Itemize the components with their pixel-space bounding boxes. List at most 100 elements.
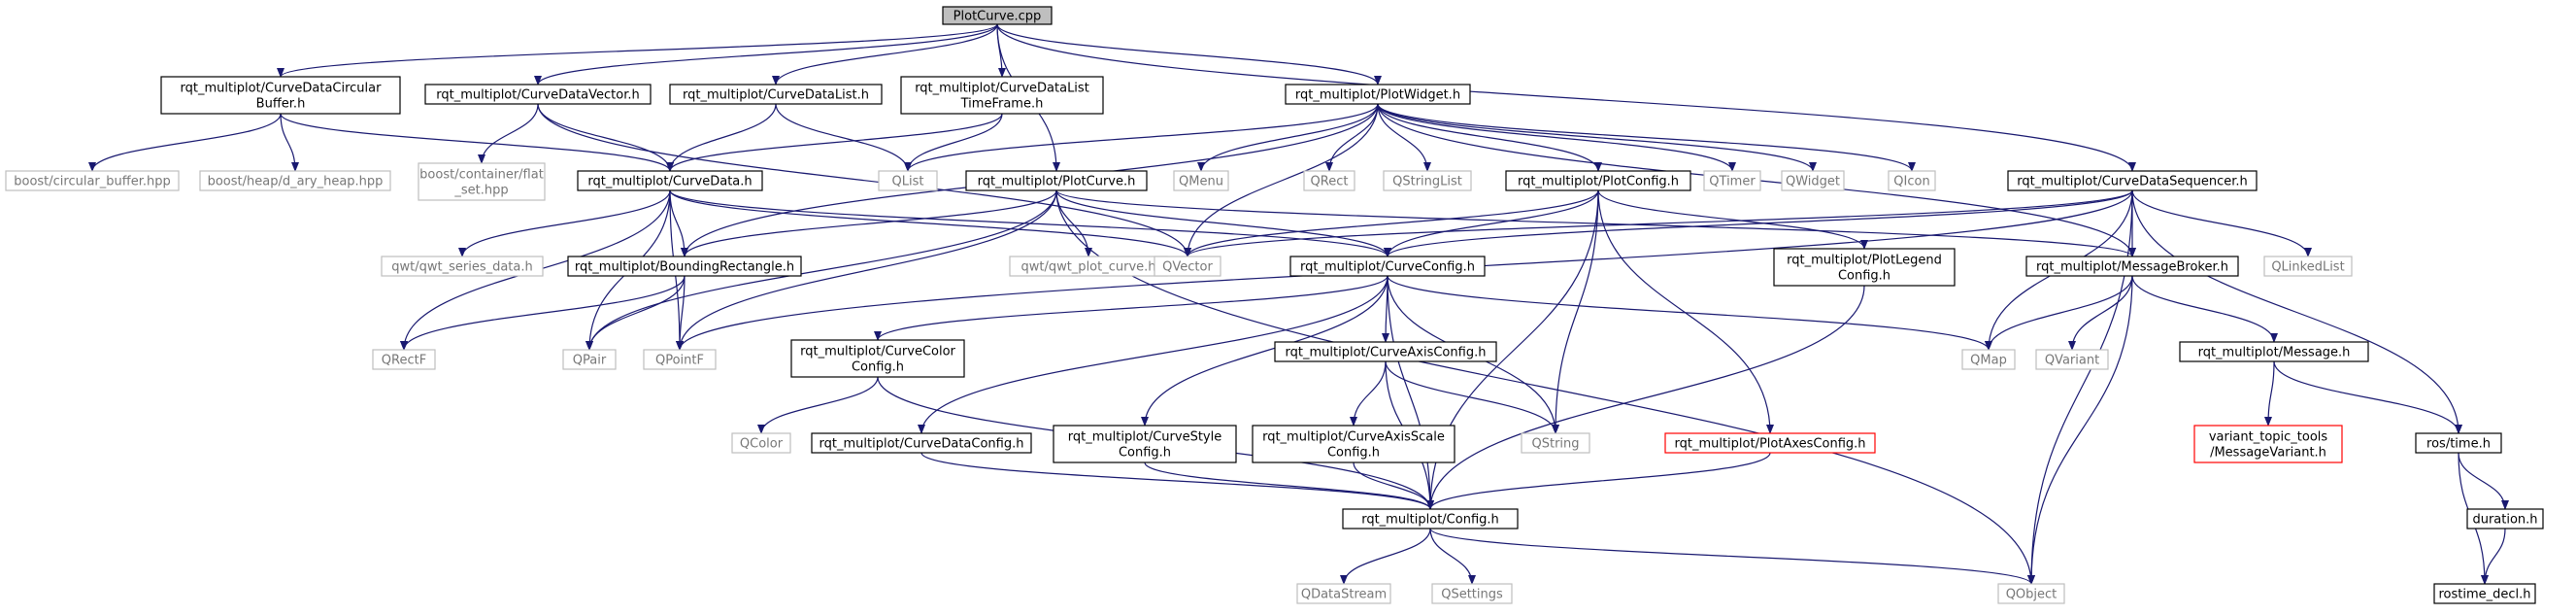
edge-plotcurve-cpp-to-plotwidget-h [996, 23, 1382, 85]
edge-plotwidget-h-to-qstringlist [1377, 103, 1431, 172]
node-qwt-plot-curve[interactable]: qwt/qwt_plot_curve.h [1009, 256, 1168, 277]
node-box [1342, 508, 1519, 530]
node-qstring[interactable]: QString [1521, 432, 1590, 454]
node-box [790, 339, 965, 378]
dependency-nodes: PlotCurve.cpp rqt_multiplot/CurveDataCirc… [5, 6, 2544, 604]
node-qrectf[interactable]: QRectF [372, 349, 436, 370]
edge-plotwidget-h-to-qlist [904, 103, 1379, 172]
node-label: QColor [740, 437, 784, 452]
node-ros-time-h[interactable]: ros/time.h [2415, 432, 2502, 454]
node-label: QVariant [2045, 354, 2099, 368]
node-qvector[interactable]: QVector [1154, 256, 1221, 277]
node-plotconfig-h[interactable]: rqt_multiplot/PlotConfig.h [1505, 170, 1691, 191]
edge-curvedatavector-h-to-qvector [537, 103, 1191, 257]
node-label: Config.h [1119, 446, 1171, 461]
node-qrect[interactable]: QRect [1303, 170, 1355, 191]
node-qobject[interactable]: QObject [1997, 583, 2065, 604]
node-qdatastream[interactable]: QDataStream [1296, 583, 1391, 604]
node-label: rqt_multiplot/CurveColor [800, 345, 955, 359]
node-curveaxisconfig-h[interactable]: rqt_multiplot/CurveAxisConfig.h [1274, 341, 1497, 362]
node-curvedataconfig-h[interactable]: rqt_multiplot/CurveDataConfig.h [811, 432, 1032, 454]
edge-curvestyleconfig-h-to-config-h [1144, 461, 1434, 510]
node-qpointf[interactable]: QPointF [643, 349, 717, 370]
node-label: QLinkedList [2271, 260, 2344, 275]
node-box [2433, 583, 2536, 604]
node-label: rqt_multiplot/Message.h [2198, 346, 2351, 360]
node-box [2263, 256, 2353, 277]
node-label: rqt_multiplot/PlotLegend [1787, 254, 1942, 268]
node-qstringlist[interactable]: QStringList [1383, 170, 1472, 191]
edge-messagebroker-h-to-message-h [2131, 275, 2278, 343]
node-rostime-decl-h[interactable]: rostime_decl.h [2433, 583, 2536, 604]
edge-messagebroker-h-to-qmap [1985, 275, 2133, 351]
node-box [1961, 349, 2016, 370]
node-curveconfig-h[interactable]: rqt_multiplot/CurveConfig.h [1289, 256, 1486, 277]
node-curvedatalist-h[interactable]: rqt_multiplot/CurveDataList.h [669, 84, 883, 105]
edge-curveaxisconfig-h-to-qstring [1385, 360, 1559, 434]
node-box [567, 256, 802, 277]
node-box [424, 84, 652, 105]
node-qcolor[interactable]: QColor [731, 432, 791, 454]
node-curvedatasequencer-h[interactable]: rqt_multiplot/CurveDataSequencer.h [2007, 170, 2258, 191]
node-qmenu[interactable]: QMenu [1173, 170, 1229, 191]
node-config-h[interactable]: rqt_multiplot/Config.h [1342, 508, 1519, 530]
node-qpair[interactable]: QPair [562, 349, 617, 370]
node-curvedatavector-h[interactable]: rqt_multiplot/CurveDataVector.h [424, 84, 652, 105]
edge-plotcurve-cpp-to-curvedatasequencer-h [996, 23, 2136, 172]
node-qmap[interactable]: QMap [1961, 349, 2016, 370]
node-label: rqt_multiplot/BoundingRectangle.h [575, 260, 794, 275]
edge-curvedatacircularbuffer-h-to-boost-circular-buffer [88, 113, 282, 172]
edge-curvedatasequencer-h-to-curveconfig-h [1384, 189, 2133, 257]
node-box [562, 349, 617, 370]
node-box [2466, 508, 2544, 530]
node-qsettings[interactable]: QSettings [1431, 583, 1513, 604]
node-box [669, 84, 883, 105]
node-duration-h[interactable]: duration.h [2466, 508, 2544, 530]
edge-plotcurve-h-to-boundingrectangle-h [681, 189, 1057, 257]
node-box [577, 170, 763, 191]
node-plotcurve-cpp[interactable]: PlotCurve.cpp [942, 6, 1053, 25]
node-label: ros/time.h [2426, 437, 2491, 452]
node-qwidget[interactable]: QWidget [1781, 170, 1845, 191]
edge-plotwidget-h-to-qicon [1377, 103, 1916, 172]
node-qlist[interactable]: QList [878, 170, 938, 191]
node-label: variant_topic_tools [2209, 430, 2328, 445]
node-label: Config.h [1327, 446, 1380, 461]
node-message-h[interactable]: rqt_multiplot/Message.h [2179, 341, 2369, 362]
edge-plotwidget-h-to-plotconfig-h [1377, 103, 1602, 172]
node-curvedata-h[interactable]: rqt_multiplot/CurveData.h [577, 170, 763, 191]
edge-plotconfig-h-to-plotaxesconfig-h [1597, 189, 1774, 434]
node-qicon[interactable]: QIcon [1888, 170, 1936, 191]
edge-curvedatalist-h-to-curvedata-h [666, 103, 777, 172]
edge-plotaxesconfig-h-to-config-h [1426, 452, 1771, 510]
edge-plotwidget-h-to-qtimer [1377, 103, 1736, 172]
node-plotwidget-h[interactable]: rqt_multiplot/PlotWidget.h [1285, 84, 1471, 105]
edge-plotcurve-cpp-to-curvedatavector-h [534, 23, 998, 85]
node-boost-circular-buffer[interactable]: boost/circular_buffer.hpp [5, 170, 180, 191]
node-label: QRectF [382, 354, 426, 368]
edge-plotwidget-h-to-qmenu [1197, 103, 1379, 172]
node-qtimer[interactable]: QTimer [1703, 170, 1761, 191]
node-boost-d-ary-heap[interactable]: boost/heap/d_ary_heap.hpp [199, 170, 391, 191]
node-messagevariant-h[interactable]: variant_topic_tools/MessageVariant.h [2193, 425, 2343, 463]
node-label: QMenu [1179, 175, 1223, 189]
node-qwt-series-data[interactable]: qwt/qwt_series_data.h [381, 256, 544, 277]
node-boost-flat-set[interactable]: boost/container/flat_set.hpp [418, 162, 546, 201]
node-box [1274, 341, 1497, 362]
node-box [418, 162, 546, 201]
node-qvariant[interactable]: QVariant [2035, 349, 2109, 370]
node-messagebroker-h[interactable]: rqt_multiplot/MessageBroker.h [2025, 256, 2239, 277]
edge-curvedatacircularbuffer-h-to-boost-d-ary-heap [280, 113, 299, 172]
node-plotcurve-h[interactable]: rqt_multiplot/PlotCurve.h [965, 170, 1148, 191]
node-boundingrectangle-h[interactable]: rqt_multiplot/BoundingRectangle.h [567, 256, 802, 277]
node-qlinkedlist[interactable]: QLinkedList [2263, 256, 2353, 277]
node-plotaxesconfig-h[interactable]: rqt_multiplot/PlotAxesConfig.h [1664, 432, 1876, 454]
edge-boundingrectangle-h-to-qpair [585, 275, 686, 351]
node-label: _set.hpp [453, 184, 508, 198]
